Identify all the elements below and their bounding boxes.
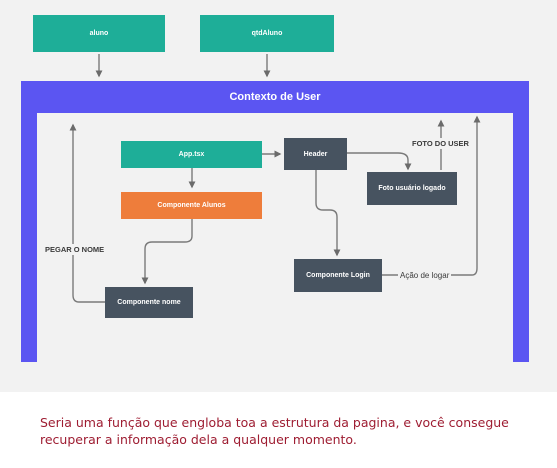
node-componente-alunos: Componente Alunos <box>121 192 262 219</box>
context-title: Contexto de User <box>21 81 529 113</box>
caption-text: Seria uma função que engloba toa a estru… <box>40 415 509 447</box>
node-componente-nome: Componente nome <box>105 287 193 318</box>
edge-alunos-nome <box>141 219 193 285</box>
edge-header-foto <box>347 152 412 171</box>
label-acao-de-logar: Ação de logar <box>398 270 452 281</box>
label-pegar-o-nome: PEGAR O NOME <box>44 244 106 255</box>
edge-login-acao <box>382 115 481 276</box>
context-left-bar <box>21 113 37 362</box>
node-qtd-aluno: qtdAluno <box>200 15 334 52</box>
node-foto-usuario: Foto usuário logado <box>367 172 457 205</box>
connector-lines <box>69 54 481 303</box>
edge-header-login <box>315 170 341 257</box>
diagram-area <box>0 0 557 392</box>
node-header: Header <box>284 138 347 170</box>
node-app-tsx: App.tsx <box>121 141 262 168</box>
context-right-bar <box>513 113 529 362</box>
edge-nome-pegar <box>69 123 105 303</box>
node-aluno: aluno <box>33 15 165 52</box>
node-componente-login: Componente Login <box>294 259 382 292</box>
label-foto-do-user: FOTO DO USER <box>411 138 470 149</box>
